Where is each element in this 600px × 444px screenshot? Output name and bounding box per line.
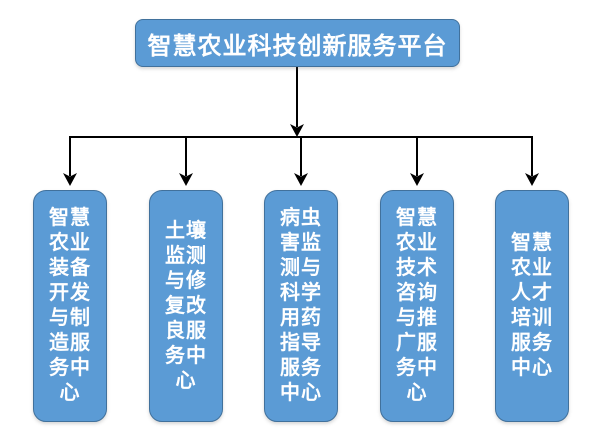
- arrowhead-icon: [525, 173, 539, 186]
- arrowhead-icon: [179, 173, 193, 186]
- child-node-equipment-manufacturing: 智慧农业装备开发与制造服务中心: [33, 190, 107, 422]
- child-node-label: 病虫害监测与科学用药指导服务中心: [280, 207, 322, 404]
- child-node-label: 智慧农业技术咨询与推广服务中心: [396, 207, 438, 404]
- drop-arrow-1: [63, 136, 77, 186]
- root-node-label: 智慧农业科技创新服务平台: [147, 32, 448, 60]
- drop-arrow-2: [179, 136, 193, 186]
- child-node-label: 土壤监测与修复改良服务中心: [165, 219, 207, 392]
- root-to-bus-arrow: [290, 67, 304, 137]
- root-node: 智慧农业科技创新服务平台: [135, 19, 460, 67]
- drop-arrow-3: [294, 136, 308, 186]
- child-node-label: 智慧农业装备开发与制造服务中心: [49, 207, 91, 404]
- arrowhead-icon: [294, 173, 308, 186]
- drop-arrow-4: [410, 136, 424, 186]
- child-node-tech-consulting: 智慧农业技术咨询与推广服务中心: [380, 190, 454, 422]
- arrowhead-icon: [410, 173, 424, 186]
- child-node-pest-monitoring: 病虫害监测与科学用药指导服务中心: [264, 190, 338, 422]
- arrowhead-icon: [290, 124, 304, 137]
- child-node-soil-monitoring: 土壤监测与修复改良服务中心: [149, 190, 223, 422]
- child-node-label: 智慧农业人才培训服务中心: [511, 232, 553, 379]
- child-node-talent-training: 智慧农业人才培训服务中心: [495, 190, 569, 422]
- arrowhead-icon: [63, 173, 77, 186]
- drop-arrow-5: [525, 136, 539, 186]
